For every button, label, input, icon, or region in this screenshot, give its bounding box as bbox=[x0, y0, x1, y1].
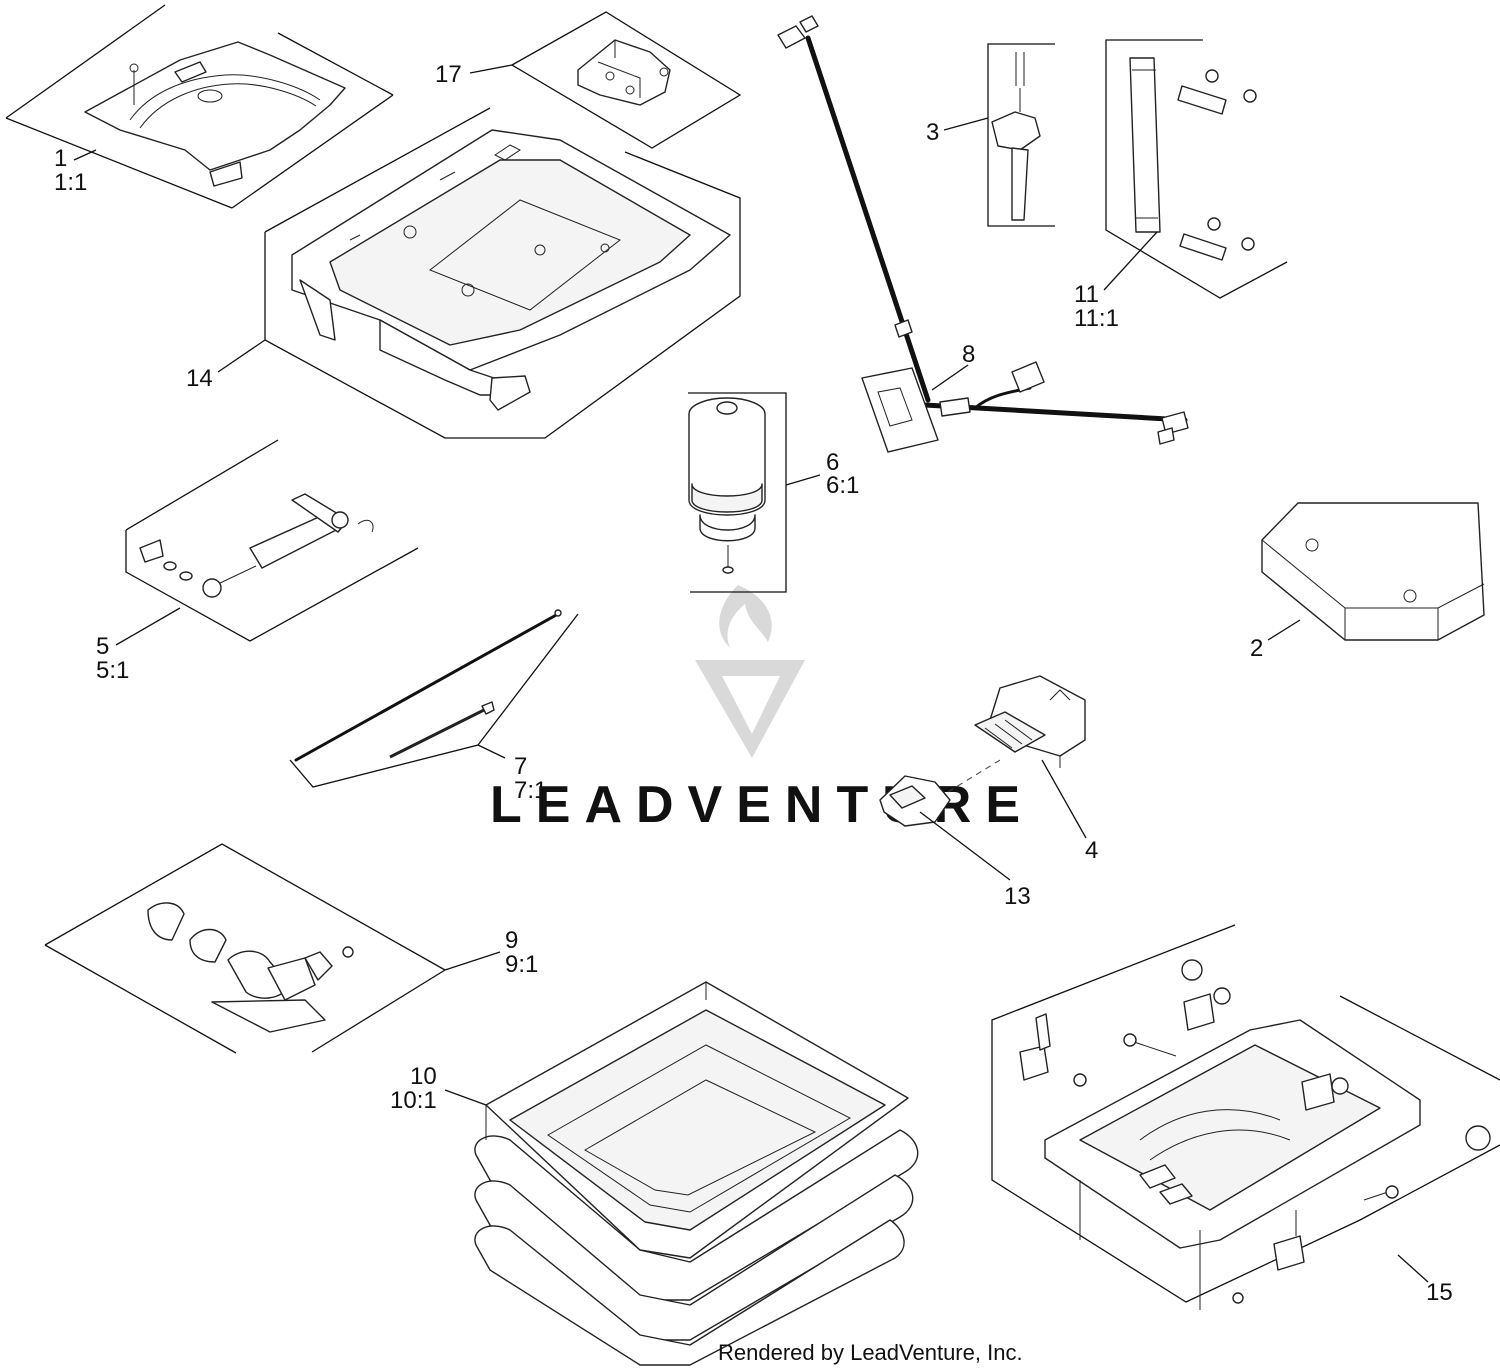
part-3-switch bbox=[987, 43, 1055, 227]
part-6-air-spring bbox=[688, 392, 787, 593]
callout-5-qty: 5:1 bbox=[96, 657, 129, 684]
callout-4-number: 4 bbox=[1085, 837, 1098, 864]
callout-10-number: 10 bbox=[410, 1063, 437, 1090]
callout-13[interactable]: 13 bbox=[1004, 883, 1031, 910]
callout-11-qty: 11:1 bbox=[1074, 305, 1119, 332]
watermark-text: LEADVENTURE bbox=[490, 776, 1034, 834]
callout-2[interactable]: 2 bbox=[1250, 635, 1263, 662]
callout-9-number: 9 bbox=[505, 927, 518, 954]
part-1-bracket-plate bbox=[5, 4, 394, 209]
part-13-handle-cover bbox=[879, 775, 951, 827]
callout-5-number: 5 bbox=[96, 633, 109, 660]
callout-3-number: 3 bbox=[926, 119, 939, 146]
part-9-motor bbox=[44, 843, 446, 1054]
part-2-cushion bbox=[1261, 502, 1485, 641]
callout-2-number: 2 bbox=[1250, 635, 1263, 662]
callout-13-number: 13 bbox=[1004, 883, 1031, 910]
part-4-control-valve bbox=[947, 675, 1086, 793]
callout-14[interactable]: 14 bbox=[186, 365, 213, 392]
callout-15-number: 15 bbox=[1426, 1279, 1453, 1306]
part-11-strap bbox=[1105, 39, 1288, 299]
callout-1[interactable]: 1 1:1 bbox=[54, 145, 87, 196]
callout-11[interactable]: 11 11:1 bbox=[1074, 281, 1119, 332]
callout-9-qty: 9:1 bbox=[505, 951, 538, 978]
callout-7[interactable]: 7 7:1 bbox=[514, 753, 547, 804]
callout-7-number: 7 bbox=[514, 753, 527, 780]
part-14-suspension-frame bbox=[264, 107, 741, 439]
callout-6-qty: 6:1 bbox=[826, 472, 859, 499]
callout-8-number: 8 bbox=[962, 341, 975, 368]
callout-10[interactable]: 10 10:1 bbox=[390, 1063, 437, 1114]
callout-1-number: 1 bbox=[54, 145, 67, 172]
watermark-logo bbox=[695, 585, 805, 758]
callout-6[interactable]: 6 6:1 bbox=[826, 449, 859, 499]
callout-17[interactable]: 17 bbox=[435, 61, 462, 88]
part-15-slide-base bbox=[991, 924, 1500, 1310]
callout-14-number: 14 bbox=[186, 365, 213, 392]
callout-4[interactable]: 4 bbox=[1085, 837, 1098, 864]
callout-15[interactable]: 15 bbox=[1426, 1279, 1453, 1306]
callout-9[interactable]: 9 9:1 bbox=[505, 927, 538, 978]
callout-7-qty: 7:1 bbox=[514, 777, 547, 804]
callout-11-number: 11 bbox=[1074, 281, 1099, 308]
part-8-wiring-harness bbox=[777, 15, 1189, 453]
part-5-shock-absorber bbox=[125, 439, 419, 642]
callout-3[interactable]: 3 bbox=[926, 119, 939, 146]
callout-10-qty: 10:1 bbox=[390, 1087, 437, 1114]
part-17-latch bbox=[510, 11, 742, 149]
callout-1-qty: 1:1 bbox=[54, 169, 87, 196]
leader-lines bbox=[73, 64, 1429, 1283]
part-7-cable-rod bbox=[289, 609, 579, 788]
callout-8[interactable]: 8 bbox=[962, 341, 975, 368]
part-10-bellows bbox=[474, 981, 919, 1366]
callout-6-number: 6 bbox=[826, 449, 839, 476]
callout-5[interactable]: 5 5:1 bbox=[96, 633, 129, 684]
footer-credit: Rendered by LeadVenture, Inc. bbox=[718, 1340, 1023, 1365]
callout-17-number: 17 bbox=[435, 61, 462, 88]
